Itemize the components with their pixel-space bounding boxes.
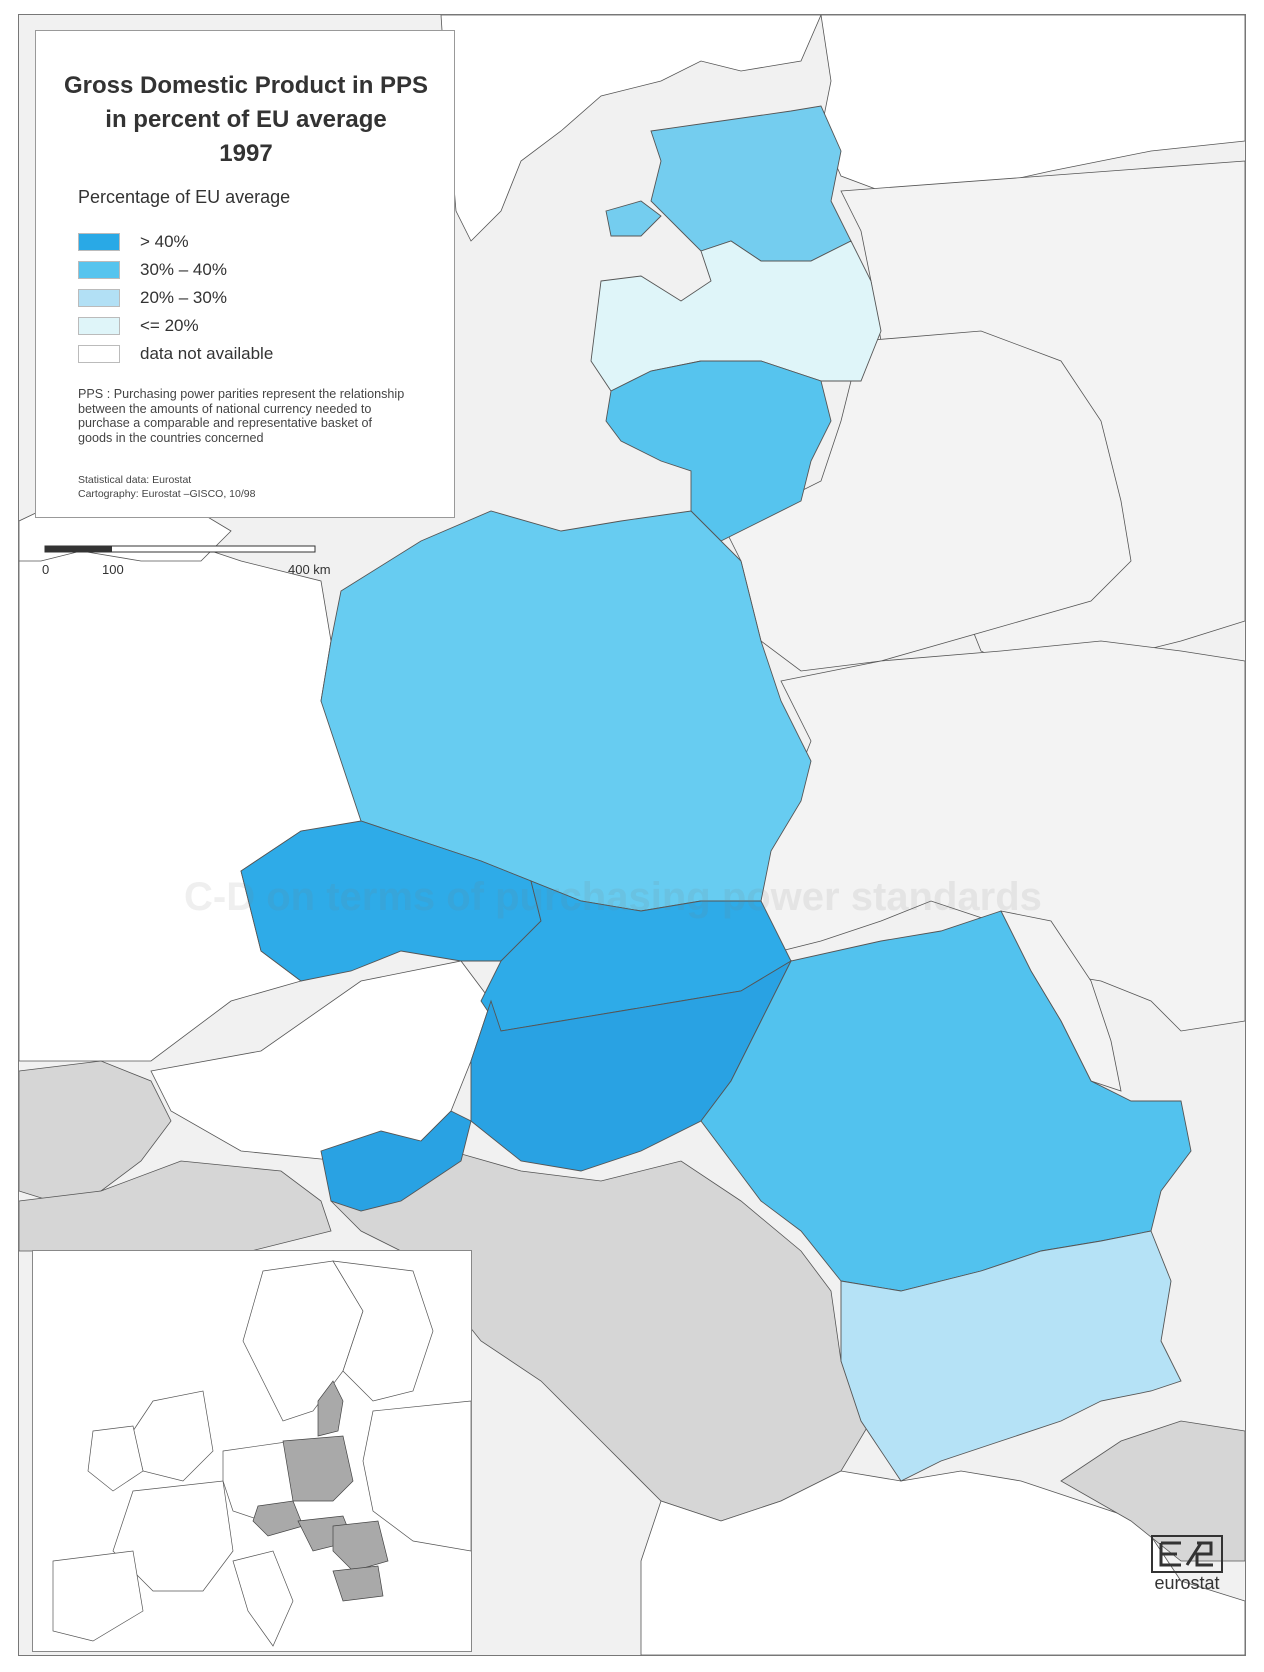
source-note: Statistical data: Eurostat Cartography: … [78,473,255,501]
legend-panel: Gross Domestic Product in PPS in percent… [35,30,455,518]
slovenia [320,1110,472,1212]
legend-item-no-data: data not available [78,343,438,365]
balkans-south [640,1470,1245,1655]
map-title-line-1: Gross Domestic Product in PPS [63,72,429,99]
legend-swatch [78,261,120,279]
scale-bar: 0 100 400 km [40,542,380,582]
legend-label: data not available [140,344,274,363]
scale-tick-0: 0 [42,562,49,577]
map-title-line-3: 1997 [219,140,273,167]
europe-inset-map [32,1250,472,1652]
bulgaria [840,1230,1182,1482]
statistical-data-source: Statistical data: Eurostat [78,474,192,486]
legend-swatch [78,317,120,335]
scale-bar-graphic: 0 100 400 km [42,545,331,577]
lithuania [605,360,832,542]
switzerland [19,1060,172,1202]
cartography-source: Cartography: Eurostat –GISCO, 10/98 [78,488,256,500]
turkey [1060,1420,1245,1562]
eurostat-logo: eurostat [1143,1535,1233,1595]
legend-item-over-40: > 40% [78,231,438,253]
legend-swatch [78,345,120,363]
eurostat-logo-mark [1151,1535,1223,1573]
scale-tick-400: 400 km [288,562,331,577]
legend-label: > 40% [140,232,189,251]
legend-label: <= 20% [140,316,199,335]
estonia-islands [605,200,662,237]
background-heading: C-D on terms of purchasing power standar… [184,875,1042,919]
inset-map-graphic [33,1251,472,1651]
legend-swatch [78,289,120,307]
legend-label: 30% – 40% [140,260,227,279]
map-title: Gross Domestic Product in PPS in percent… [36,69,456,171]
legend-item-30-40: 30% – 40% [78,259,438,281]
legend-item-20-30: 20% – 30% [78,287,438,309]
eurostat-logo-text: eurostat [1154,1573,1220,1593]
legend-heading: Percentage of EU average [78,187,291,207]
pps-note: PPS : Purchasing power parities represen… [78,387,405,445]
austria [150,960,492,1162]
map-title-line-2: in percent of EU average [105,106,387,133]
scale-tick-100: 100 [102,562,124,577]
legend-swatch [78,233,120,251]
legend-label: 20% – 30% [140,288,227,307]
legend-item-under-20: <= 20% [78,315,438,337]
eurostat-logo-icon [1159,1541,1213,1567]
romania [700,910,1192,1292]
